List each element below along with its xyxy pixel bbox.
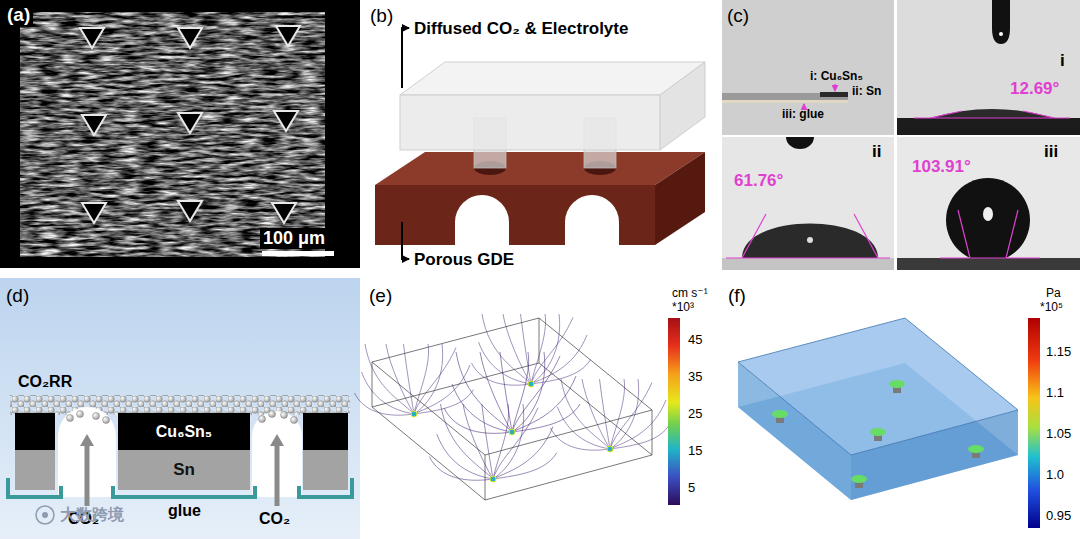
intermetallic-layer: Cu₆Sn₅ (118, 413, 250, 450)
photo-index: iii (1044, 143, 1058, 161)
colorbar-unit: *10⁵ (1040, 301, 1063, 314)
reaction-label: CO₂RR (18, 374, 72, 391)
watermark: 大数跨境 (60, 507, 124, 524)
panel-letter: (f) (728, 286, 746, 306)
scale-bar-label: 100 μm (260, 228, 328, 249)
colorbar-unit: Pa (1046, 287, 1061, 300)
colorbar-tick: 1.0 (1046, 468, 1064, 482)
colorbar-tick: 35 (688, 370, 702, 384)
layer-label: Cu₆Sn₅ (156, 423, 212, 441)
layer-label: Sn (173, 460, 195, 480)
sample-label: ii: Sn (852, 85, 881, 98)
sample-label: i: Cu₆Sn₅ (810, 70, 863, 83)
colorbar-tick: 45 (688, 333, 702, 347)
colorbar-tick: 1.1 (1046, 386, 1064, 400)
photo-index: i (1060, 52, 1065, 70)
colorbar-tick: 5 (688, 481, 695, 495)
panel-letter: (b) (370, 6, 393, 26)
panel-letter: (e) (369, 286, 392, 306)
panel-letter: (a) (4, 4, 33, 26)
panel-letter: (c) (727, 6, 749, 26)
panel-letter: (d) (6, 286, 29, 306)
photo-index: ii (872, 143, 881, 161)
contact-angle: 103.91° (912, 158, 971, 176)
contact-angle: 61.76° (734, 172, 783, 190)
colorbar-unit: cm s⁻¹ (672, 287, 708, 300)
region-label: Porous GDE (414, 251, 514, 269)
colorbar-tick: 1.15 (1046, 345, 1071, 359)
colorbar-unit: *10³ (672, 301, 694, 314)
colorbar-tick: 0.95 (1046, 509, 1071, 523)
colorbar-tick: 1.05 (1046, 427, 1071, 441)
tin-layer: Sn (118, 450, 250, 490)
region-label: Diffused CO₂ & Electrolyte (414, 20, 628, 38)
contact-angle: 12.69° (1010, 80, 1059, 98)
colorbar-tick: 15 (688, 444, 702, 458)
layer-label: glue (168, 503, 201, 520)
gas-label: CO₂ (259, 511, 290, 528)
colorbar-tick: 25 (688, 407, 702, 421)
sample-label: iii: glue (782, 108, 824, 121)
